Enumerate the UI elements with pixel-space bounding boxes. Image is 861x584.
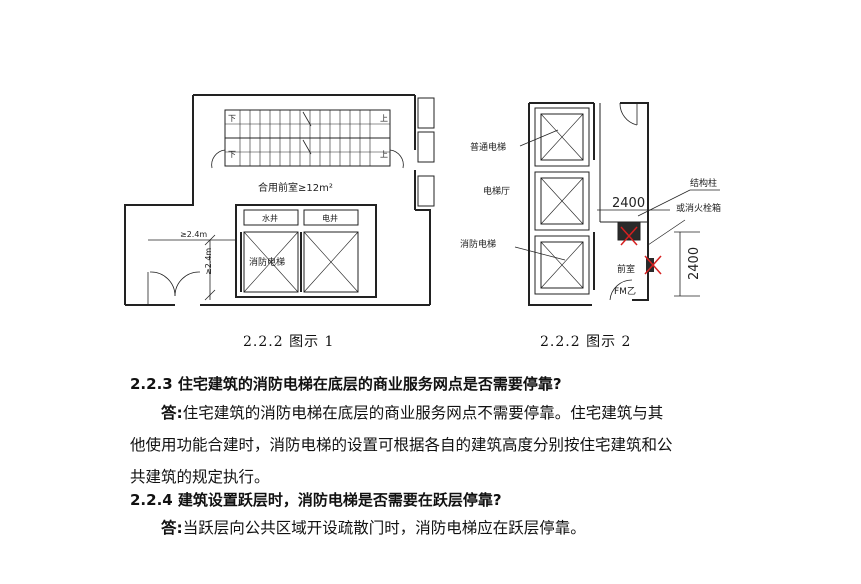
svg-text:消防电梯: 消防电梯	[460, 238, 496, 250]
section-2-2-3-answer: 答:住宅建筑的消防电梯在底层的商业服务网点不需要停靠。住宅建筑与其 他使用功能合…	[130, 397, 770, 493]
figure1-labels: 下 上 下 上 合用前室≥12m² 水井 电井 ≥2.4m ≥2.4m 消防电梯	[180, 114, 388, 275]
svg-text:合用前室≥12m²: 合用前室≥12m²	[258, 181, 333, 194]
svg-text:下: 下	[228, 150, 236, 159]
section-2-2-4-answer: 答:当跃层向公共区域开设疏散门时，消防电梯应在跃层停靠。	[130, 512, 770, 544]
answer-line: 他使用功能合建时，消防电梯的设置可根据各自的建筑高度分别按住宅建筑和公	[130, 436, 673, 454]
svg-text:或消火栓箱: 或消火栓箱	[676, 202, 721, 214]
svg-text:电梯厅: 电梯厅	[483, 185, 510, 197]
svg-text:2400: 2400	[612, 196, 645, 211]
section-2-2-3-heading: 2.2.3 住宅建筑的消防电梯在底层的商业服务网点是否需要停靠?	[130, 375, 562, 393]
figure2-labels: 普通电梯 电梯厅 消防电梯 2400 2400 结构柱 或消火栓箱 前室 FM乙	[460, 141, 721, 297]
floor-plan-drawings: 下 上 下 上 合用前室≥12m² 水井 电井 ≥2.4m ≥2.4m 消防电梯	[124, 94, 721, 306]
svg-text:上: 上	[380, 150, 388, 159]
svg-text:水井: 水井	[262, 213, 278, 223]
structural-column-marks	[617, 221, 662, 275]
answer-line: 共建筑的规定执行。	[130, 468, 270, 486]
answer-lead: 答:	[161, 404, 183, 422]
svg-text:≥2.4m: ≥2.4m	[180, 230, 207, 239]
svg-text:FM乙: FM乙	[614, 286, 636, 297]
figure1-caption: 2.2.2 图示 1	[243, 334, 335, 350]
figure1-plan	[124, 94, 435, 306]
svg-text:前室: 前室	[617, 263, 635, 275]
svg-text:下: 下	[228, 114, 236, 123]
answer-line: 当跃层向公共区域开设疏散门时，消防电梯应在跃层停靠。	[182, 519, 586, 537]
figure2-caption: 2.2.2 图示 2	[540, 334, 632, 350]
figure2-plan	[514, 102, 720, 306]
svg-text:消防电梯: 消防电梯	[249, 256, 285, 268]
section-2-2-4-heading: 2.2.4 建筑设置跃层时，消防电梯是否需要在跃层停靠?	[130, 491, 502, 509]
svg-text:上: 上	[380, 114, 388, 123]
svg-text:结构柱: 结构柱	[690, 177, 717, 189]
svg-text:电井: 电井	[322, 213, 338, 223]
answer-line: 住宅建筑的消防电梯在底层的商业服务网点不需要停靠。住宅建筑与其	[182, 404, 664, 422]
svg-text:≥2.4m: ≥2.4m	[204, 248, 213, 275]
answer-lead: 答:	[161, 519, 183, 537]
svg-text:2400: 2400	[687, 247, 702, 280]
svg-text:普通电梯: 普通电梯	[470, 141, 506, 153]
